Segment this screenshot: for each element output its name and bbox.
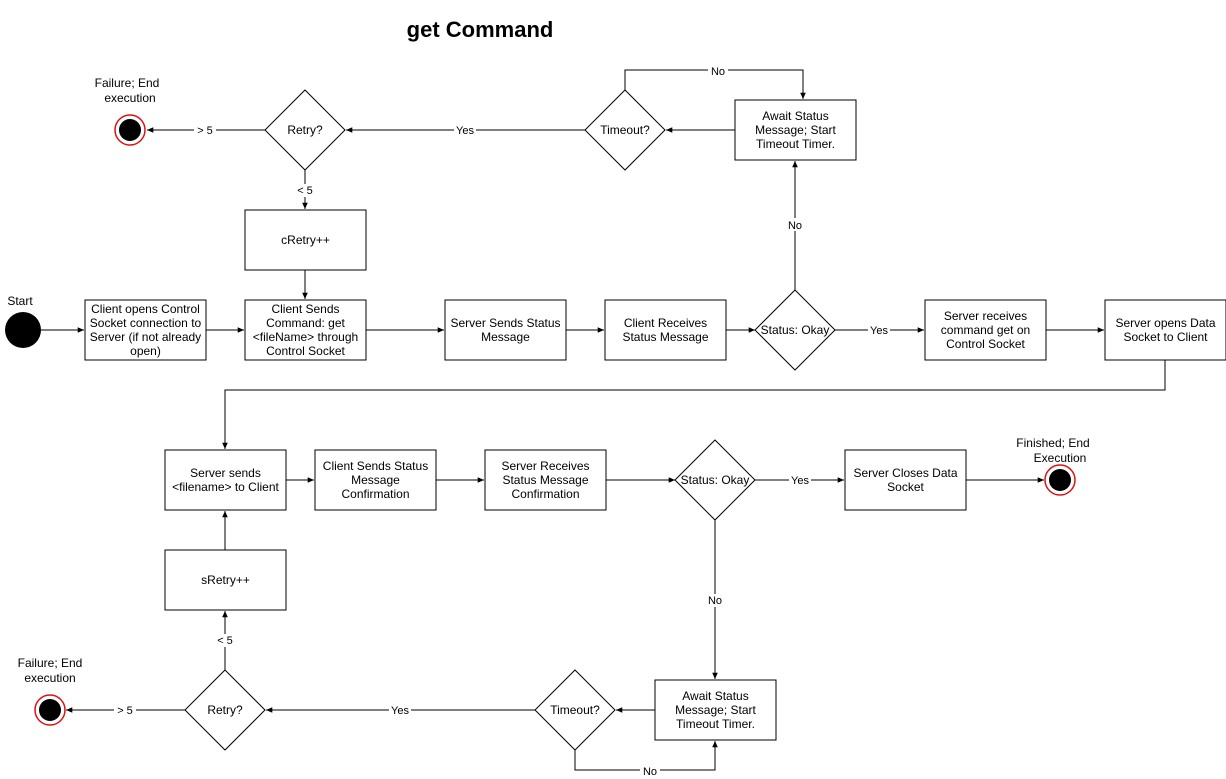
server-receives-cmd-line3: Control Socket bbox=[946, 337, 1025, 351]
diagram-title: get Command bbox=[407, 17, 554, 42]
await-status-bottom-box: Await Status Message; Start Timeout Time… bbox=[654, 679, 777, 741]
client-open-line2: Socket connection to bbox=[90, 316, 202, 330]
edge-label-yes-status1: Yes bbox=[870, 325, 888, 337]
sretry-text: sRetry++ bbox=[201, 573, 250, 587]
server-sends-file-line2: <filename> to Client bbox=[172, 480, 279, 494]
status-okay-decision-1: Status: Okay bbox=[754, 289, 836, 371]
retry-decision-bottom: Retry? bbox=[184, 669, 266, 751]
status-okay-decision-2: Status: Okay bbox=[674, 439, 756, 521]
failure-bottom-end-node bbox=[34, 694, 66, 726]
edge-label-no-top-loop: No bbox=[711, 66, 725, 78]
client-confirm-line2: Message bbox=[351, 473, 400, 487]
edge-label-no-bottom-loop: No bbox=[643, 766, 657, 778]
client-receives-line1: Client Receives bbox=[624, 316, 707, 330]
client-receives-line2: Status Message bbox=[622, 330, 708, 344]
status-okay-2-text: Status: Okay bbox=[681, 473, 750, 487]
client-open-line4: open) bbox=[130, 344, 161, 358]
retry-decision-top: Retry? bbox=[264, 89, 346, 171]
client-sends-cmd-line3: <fileName> through bbox=[253, 330, 358, 344]
server-sends-status-line1: Server Sends Status bbox=[450, 316, 560, 330]
failure-top-label-line1: Failure; End bbox=[95, 76, 160, 90]
server-confirm-line1: Server Receives bbox=[501, 459, 589, 473]
await-top-line3: Timeout Timer. bbox=[756, 137, 835, 151]
server-closes-data-socket-box: Server Closes Data Socket bbox=[844, 449, 967, 511]
timeout-top-text: Timeout? bbox=[600, 123, 650, 137]
client-open-control-socket-box: Client opens Control Socket connection t… bbox=[84, 299, 207, 361]
client-confirm-line3: Confirmation bbox=[341, 487, 409, 501]
timeout-decision-bottom: Timeout? bbox=[534, 669, 616, 751]
client-confirm-line1: Client Sends Status bbox=[323, 459, 428, 473]
await-bottom-line3: Timeout Timer. bbox=[676, 717, 755, 731]
start-node bbox=[5, 312, 41, 348]
client-open-line3: Server (if not already bbox=[90, 330, 201, 344]
server-receives-cmd-line2: command get on bbox=[941, 323, 1030, 337]
failure-top-end-node bbox=[114, 114, 146, 146]
edge-label-yes-timeout-bottom: Yes bbox=[391, 705, 409, 717]
server-opens-data-line1: Server opens Data bbox=[1115, 316, 1215, 330]
edge-label-lt5-top: < 5 bbox=[297, 185, 313, 197]
failure-bottom-label-line2: execution bbox=[24, 671, 75, 685]
edge-label-yes-status2: Yes bbox=[791, 475, 809, 487]
client-receives-status-box: Client Receives Status Message bbox=[604, 299, 727, 361]
server-sends-file-line1: Server sends bbox=[190, 466, 261, 480]
cretry-text: cRetry++ bbox=[281, 233, 330, 247]
edge-labels: No Yes > 5 < 5 No Yes Yes No Yes > 5 < 5… bbox=[114, 64, 890, 778]
edge-label-no-status1: No bbox=[788, 220, 802, 232]
start-label: Start bbox=[7, 294, 33, 308]
edge-label-lt5-bottom: < 5 bbox=[217, 635, 233, 647]
server-sends-status-box: Server Sends Status Message bbox=[444, 299, 567, 361]
server-closes-line2: Socket bbox=[887, 480, 924, 494]
client-sends-cmd-line1: Client Sends bbox=[271, 302, 339, 316]
client-open-line1: Client opens Control bbox=[91, 302, 200, 316]
server-confirm-line3: Confirmation bbox=[511, 487, 579, 501]
client-sends-command-box: Client Sends Command: get <fileName> thr… bbox=[244, 299, 367, 361]
client-sends-cmd-line4: Control Socket bbox=[266, 344, 345, 358]
await-bottom-line2: Message; Start bbox=[675, 703, 756, 717]
finish-label-line2: Execution bbox=[1034, 451, 1087, 465]
server-opens-data-line2: Socket to Client bbox=[1123, 330, 1208, 344]
await-bottom-line1: Await Status bbox=[682, 689, 748, 703]
status-okay-1-text: Status: Okay bbox=[761, 323, 830, 337]
server-receives-cmd-line1: Server receives bbox=[944, 309, 1027, 323]
timeout-decision-top: Timeout? bbox=[584, 89, 666, 171]
failure-top-label-line2: execution bbox=[104, 91, 155, 105]
cretry-box: cRetry++ bbox=[244, 209, 367, 271]
server-opens-data-socket-box: Server opens Data Socket to Client bbox=[1104, 299, 1226, 361]
sretry-box: sRetry++ bbox=[164, 549, 287, 611]
server-receives-command-box: Server receives command get on Control S… bbox=[924, 299, 1047, 361]
await-top-line2: Message; Start bbox=[755, 123, 836, 137]
server-closes-line1: Server Closes Data bbox=[853, 466, 957, 480]
edge-open-data-to-send-file bbox=[222, 360, 1166, 449]
client-sends-cmd-line2: Command: get bbox=[266, 316, 345, 330]
await-status-top-box: Await Status Message; Start Timeout Time… bbox=[734, 99, 857, 161]
retry-bottom-text: Retry? bbox=[207, 703, 243, 717]
edge-label-yes-timeout-top: Yes bbox=[456, 125, 474, 137]
server-sends-status-line2: Message bbox=[481, 330, 530, 344]
finish-end-node bbox=[1044, 464, 1076, 496]
client-sends-confirmation-box: Client Sends Status Message Confirmation bbox=[314, 449, 437, 511]
edge-label-gt5-bottom: > 5 bbox=[117, 705, 133, 717]
edge-label-gt5-top: > 5 bbox=[197, 125, 213, 137]
failure-bottom-label-line1: Failure; End bbox=[18, 656, 83, 670]
timeout-bottom-text: Timeout? bbox=[550, 703, 600, 717]
retry-top-text: Retry? bbox=[287, 123, 323, 137]
edges bbox=[41, 69, 1166, 771]
await-top-line1: Await Status bbox=[762, 109, 828, 123]
server-sends-file-box: Server sends <filename> to Client bbox=[164, 449, 287, 511]
server-receives-confirmation-box: Server Receives Status Message Confirmat… bbox=[484, 449, 607, 511]
server-confirm-line2: Status Message bbox=[502, 473, 588, 487]
edge-label-no-status2: No bbox=[708, 595, 722, 607]
finish-label-line1: Finished; End bbox=[1016, 436, 1089, 450]
